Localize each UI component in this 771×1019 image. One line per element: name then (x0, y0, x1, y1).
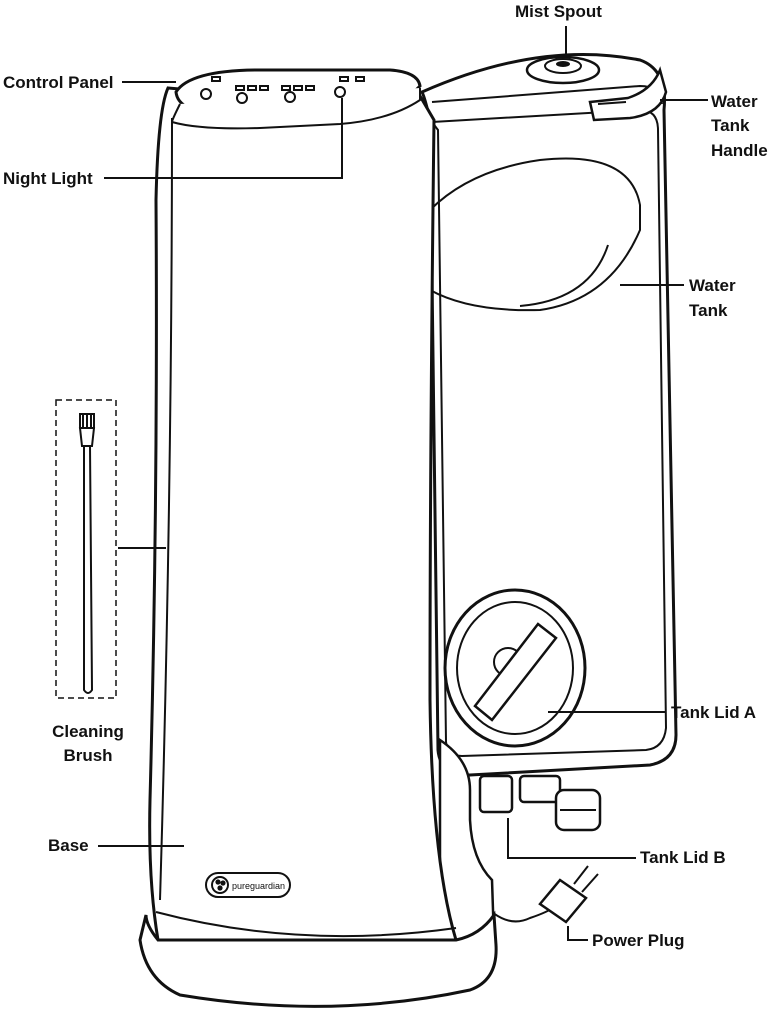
label-night-light: Night Light (3, 169, 93, 188)
label-cleaning-brush-line1: Cleaning (52, 722, 124, 741)
label-water-tank-line2: Tank (689, 301, 728, 320)
control-panel (170, 68, 422, 130)
labels: Mist Spout Control Panel Water Tank Hand… (3, 2, 768, 950)
brand-logo-text: pureguardian (232, 881, 285, 891)
power-plug (479, 865, 599, 924)
humidifier-base (138, 86, 498, 1008)
label-mist-spout: Mist Spout (515, 2, 602, 21)
label-water-tank-handle-line2: Tank (711, 116, 750, 135)
tank-lid-a (443, 588, 587, 748)
label-water-tank-line1: Water (689, 276, 736, 295)
cleaning-brush (55, 399, 117, 699)
label-base: Base (48, 836, 89, 855)
mist-spout (525, 55, 601, 85)
label-cleaning-brush-line2: Brush (63, 746, 112, 765)
label-power-plug: Power Plug (592, 931, 685, 950)
tank-lid-b (478, 774, 602, 832)
brand-logo: pureguardian (205, 872, 291, 898)
label-tank-lid-b: Tank Lid B (640, 848, 726, 867)
label-water-tank-handle-line1: Water (711, 92, 758, 111)
label-water-tank-handle-line3: Handle (711, 141, 768, 160)
label-tank-lid: Tank Lid A (671, 703, 756, 722)
water-tank-handle (588, 66, 668, 122)
label-control-panel: Control Panel (3, 73, 114, 92)
leader-lines (98, 26, 708, 941)
control-panel-buttons (200, 76, 365, 104)
